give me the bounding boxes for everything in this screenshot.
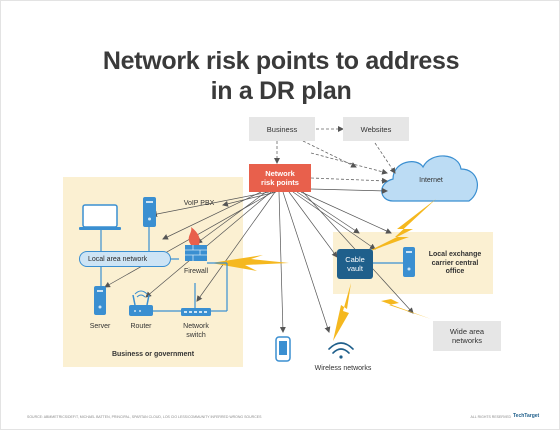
firewall-label: Firewall — [183, 268, 209, 275]
wireless-icon — [328, 342, 354, 359]
bolt-wireless — [333, 283, 351, 341]
network-switch-label: Network switch — [174, 323, 218, 340]
switch-label-line2: switch — [186, 331, 206, 339]
laptop-icon — [79, 204, 121, 230]
diagram-title-line2: in a DR plan — [210, 77, 352, 105]
exchange-label-line3: office — [445, 268, 465, 275]
local-area-network-bar: Local area network — [79, 251, 171, 267]
voip-pbx-label: VoIP PBX — [183, 200, 215, 207]
cable-vault-box: Cable vault — [337, 249, 373, 279]
firewall-icon — [185, 227, 207, 261]
bolt-business — [211, 255, 289, 271]
business-box: Business — [249, 117, 315, 141]
desktop-tower-icon — [143, 197, 156, 227]
mobile-phone-icon — [275, 336, 291, 362]
wide-area-networks-box: Wide area networks — [433, 321, 501, 351]
router-label: Router — [130, 323, 152, 330]
internet-cloud-icon — [381, 155, 478, 202]
wireless-networks-label: Wireless networks — [314, 365, 372, 372]
router-icon — [129, 290, 153, 316]
wan-label-line2: networks — [451, 336, 482, 345]
vault-label-line2: vault — [347, 264, 363, 273]
risk-label-line2: risk points — [261, 178, 299, 187]
vault-label-line1: Cable — [345, 255, 365, 264]
footer-rights: ALL RIGHTS RESERVED — [470, 415, 511, 419]
switch-label-line1: Network — [183, 323, 209, 330]
exchange-label-line1: Local exchange — [428, 251, 482, 258]
server-icon — [94, 286, 106, 315]
footer-source: SOURCE: ABMMETRICS/DEF/T, MICHAEL BATTEN… — [27, 415, 262, 419]
footer-brand: TechTarget — [513, 413, 540, 419]
network-switch-icon — [181, 308, 211, 316]
bolt-wan — [367, 287, 431, 319]
lightning-bolts — [211, 199, 436, 341]
websites-box: Websites — [343, 117, 409, 141]
risk-label-line1: Network — [265, 169, 295, 178]
local-exchange-label: Local exchange carrier central office — [421, 251, 489, 277]
diagram-title-line1: Network risk points to address — [102, 47, 460, 75]
exchange-server-icon — [403, 247, 415, 277]
internet-label: Internet — [419, 177, 443, 184]
server-label: Server — [89, 323, 111, 330]
network-risk-points-box: Network risk points — [249, 164, 311, 192]
wan-label-line1: Wide area — [449, 327, 485, 336]
dashed-links — [274, 126, 396, 184]
business-or-government-label: Business or government — [111, 351, 195, 358]
exchange-label-line2: carrier central — [431, 259, 479, 267]
